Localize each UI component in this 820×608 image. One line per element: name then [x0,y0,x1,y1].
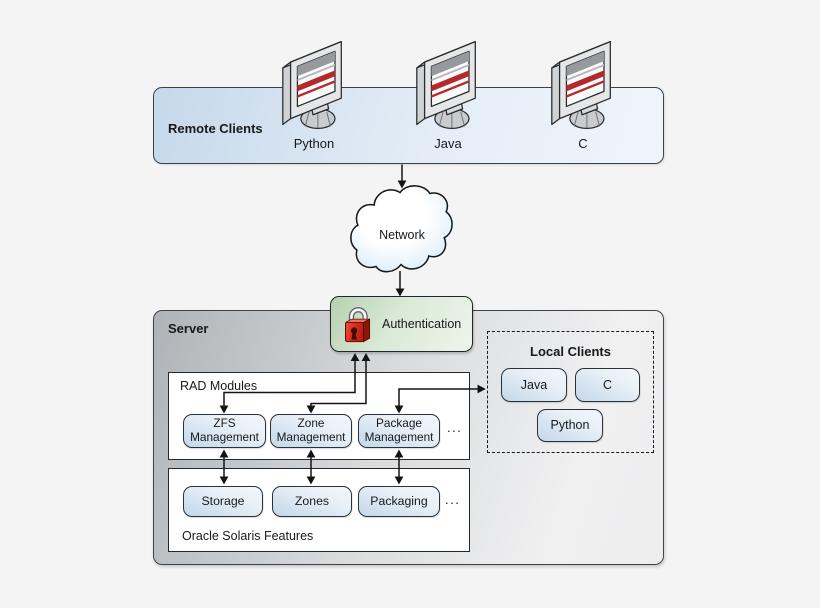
features-ellipsis: ... [445,492,461,507]
network-cloud: Network [349,182,455,278]
remote-clients-title: Remote Clients [168,121,263,136]
module-box-package-management: Package Management [358,414,440,448]
module-label: Zone Management [276,416,346,444]
local-client-java: Java [501,368,567,402]
remote-client-java: Java [409,36,487,151]
remote-client-python: Python [275,36,353,151]
module-box-zone-management: Zone Management [270,414,352,448]
local-client-label: Python [550,418,590,433]
local-clients-box: Local Clients [487,331,654,453]
feature-label: Packaging [370,494,428,509]
lock-icon [345,306,371,342]
cloud-icon [350,185,453,273]
network-label: Network [379,228,425,242]
local-clients-title: Local Clients [530,344,611,359]
local-client-label: C [602,377,613,392]
feature-box-packaging: Packaging [358,486,440,517]
client-label: C [578,136,588,151]
feature-box-storage: Storage [183,486,263,517]
client-label: Python [293,136,335,151]
authentication-label: Authentication [382,317,462,331]
feature-box-zones: Zones [272,486,352,517]
monitor-icon [282,40,342,130]
solaris-features-title: Oracle Solaris Features [182,529,314,543]
feature-label: Storage [201,494,245,509]
monitor-icon [416,40,476,130]
feature-label: Zones [294,494,330,509]
remote-client-c: C [544,36,622,151]
authentication-box: Authentication [330,296,473,352]
local-client-c: C [575,368,640,402]
modules-ellipsis: ... [447,420,463,435]
client-label: Java [434,136,462,151]
module-label: ZFS Management [190,416,259,444]
monitor-icon [551,40,611,130]
module-box-zfs-management: ZFS Management [183,414,266,448]
local-client-python: Python [537,409,603,442]
server-title: Server [168,321,209,336]
module-label: Package Management [364,416,434,444]
rad-modules-title: RAD Modules [180,379,258,393]
local-client-label: Java [520,377,548,392]
